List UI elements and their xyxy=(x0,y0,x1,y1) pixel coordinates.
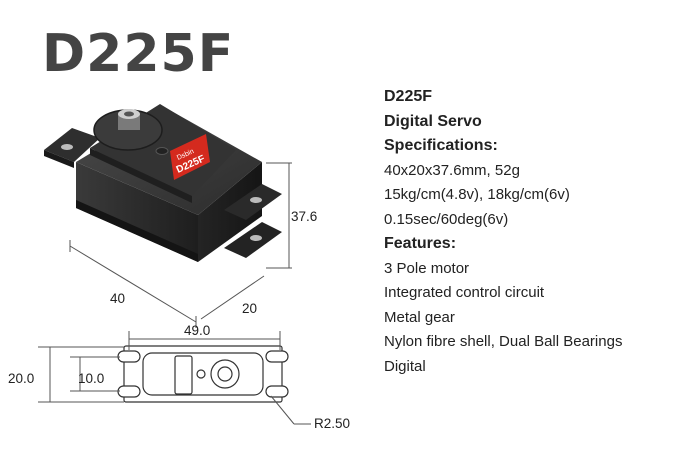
left-mount-tab xyxy=(44,128,100,162)
feature-item: Digital xyxy=(384,357,426,375)
spec-panel: D225F Digital Servo Specifications: 40x2… xyxy=(384,85,694,379)
spec-item: 40x20x37.6mm, 52g xyxy=(384,161,520,179)
top-length-label: 49.0 xyxy=(184,323,210,338)
page-title: D225F xyxy=(42,24,235,84)
spec-item: 15kg/cm(4.8v), 18kg/cm(6v) xyxy=(384,186,570,203)
feature-item: 3 Pole motor xyxy=(384,259,470,277)
servo-3d-view: Dsbin D225F xyxy=(44,104,282,262)
spec-item: 0.15sec/60deg(6v) xyxy=(384,210,509,228)
servo-front-face xyxy=(76,162,198,262)
servo-top-view xyxy=(117,345,289,403)
inner-width-label: 10.0 xyxy=(78,371,104,386)
model-name: D225F xyxy=(384,88,433,105)
length-label: 40 xyxy=(110,291,125,306)
model-label xyxy=(170,134,210,180)
feature-item: Integrated control circuit xyxy=(384,284,545,301)
width-dimension-line xyxy=(200,275,265,320)
outer-width-label: 20.0 xyxy=(8,371,34,386)
height-label: 37.6 xyxy=(291,209,317,224)
features-heading: Features: xyxy=(384,235,457,252)
product-subtitle: Digital Servo xyxy=(384,112,482,130)
mount-hole-icon xyxy=(61,144,73,150)
width-label: 20 xyxy=(242,301,257,316)
specs-heading: Specifications: xyxy=(384,137,498,154)
feature-item: Nylon fibre shell, Dual Ball Bearings xyxy=(384,333,623,350)
feature-item: Metal gear xyxy=(384,308,455,326)
hole-radius-label: R2.50 xyxy=(314,416,350,431)
